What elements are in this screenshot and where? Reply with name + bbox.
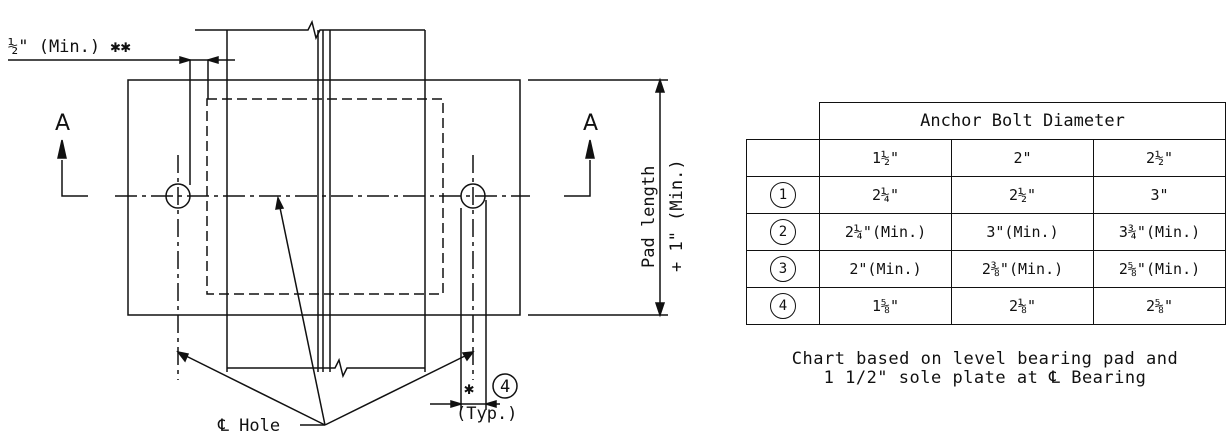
pad-length-min: + 1" (Min.) bbox=[667, 159, 687, 272]
sole-plate-outline bbox=[127, 79, 521, 316]
typ-label: (Typ.) bbox=[456, 404, 517, 424]
typ-ref-number: 4 bbox=[500, 377, 510, 397]
table-header: Anchor Bolt Diameter bbox=[819, 102, 1226, 140]
note-line-1: Chart based on level bearing pad and bbox=[791, 349, 1179, 369]
row-id: 4 bbox=[770, 293, 796, 319]
anchor-bolt-table: Anchor Bolt Diameter 1½" 2" 2½" 1 2¼" 2½… bbox=[746, 102, 1226, 325]
col-header-2: 2" bbox=[951, 139, 1094, 177]
col-header-3: 2½" bbox=[1093, 139, 1226, 177]
pad-length-label: Pad length bbox=[639, 166, 659, 268]
table-cell: 3" bbox=[1093, 176, 1226, 214]
bearing-plan-drawing: ½" (Min.) ✱✱ A A Pad length + 1" (Min.) … bbox=[8, 19, 687, 436]
anchor-hole-left bbox=[165, 183, 191, 209]
table-cell: 2⅜"(Min.) bbox=[951, 250, 1094, 288]
table-cell: 2⅛" bbox=[951, 287, 1094, 325]
row-id: 1 bbox=[770, 182, 796, 208]
table-row: 2 2¼"(Min.) 3"(Min.) 3¾"(Min.) bbox=[746, 213, 1226, 251]
row-id: 3 bbox=[770, 256, 796, 282]
chart-note: Chart based on level bearing pad and 1 1… bbox=[745, 350, 1225, 388]
typ-mark: ✱ bbox=[464, 379, 474, 399]
table-cell: 3¾"(Min.) bbox=[1093, 213, 1226, 251]
col-header-1: 1½" bbox=[819, 139, 952, 177]
table-cell: 3"(Min.) bbox=[951, 213, 1094, 251]
anchor-hole-right bbox=[460, 183, 486, 209]
table-row: 4 1⅝" 2⅛" 2⅝" bbox=[746, 287, 1226, 325]
table-cell: 1⅝" bbox=[819, 287, 952, 325]
note-line-2: 1 1/2" sole plate at ℄ Bearing bbox=[823, 368, 1147, 388]
row-id: 2 bbox=[770, 219, 796, 245]
top-break-line bbox=[195, 19, 425, 41]
section-label-right: A bbox=[583, 111, 598, 136]
table-cell: 2⅝"(Min.) bbox=[1093, 250, 1226, 288]
hole-label: ℄ Hole bbox=[217, 416, 280, 436]
table-cell: 2¼"(Min.) bbox=[819, 213, 952, 251]
section-label-left: A bbox=[55, 111, 70, 136]
bottom-break-line bbox=[227, 357, 425, 379]
table-cell: 2½" bbox=[951, 176, 1094, 214]
table-cell: 2¼" bbox=[819, 176, 952, 214]
table-row: 3 2"(Min.) 2⅜"(Min.) 2⅝"(Min.) bbox=[746, 250, 1226, 288]
table-cell: 2⅝" bbox=[1093, 287, 1226, 325]
table-cell: 2"(Min.) bbox=[819, 250, 952, 288]
top-dim-label: ½" (Min.) ✱✱ bbox=[8, 37, 131, 57]
table-row: 1 2¼" 2½" 3" bbox=[746, 176, 1226, 214]
